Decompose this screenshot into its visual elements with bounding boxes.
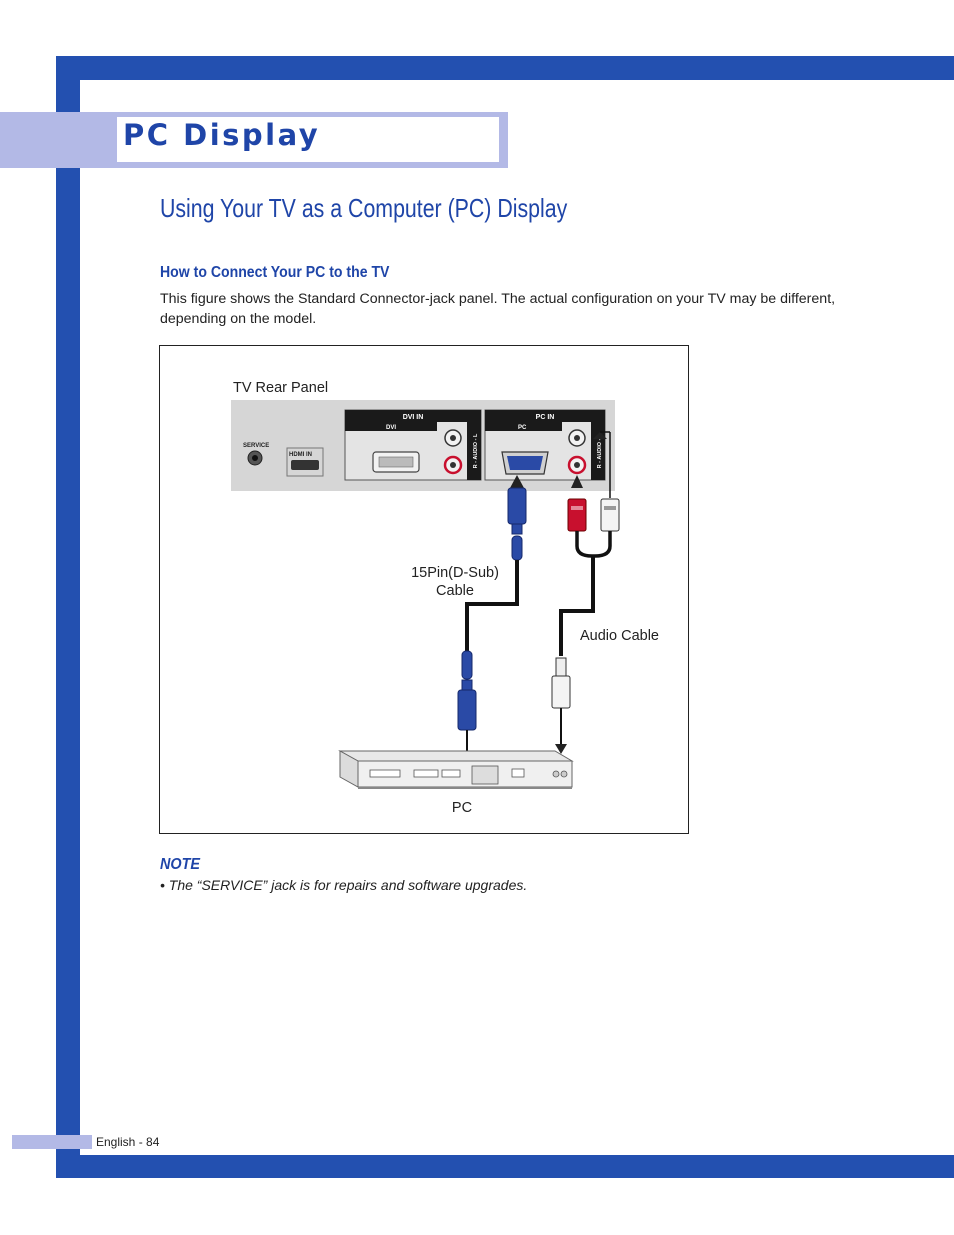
dsub-cable-label-line1: 15Pin(D-Sub) <box>411 565 499 581</box>
dsub-cable-label-line2: Cable <box>436 583 474 599</box>
hdmi-port-icon <box>291 460 319 470</box>
sub-heading: How to Connect Your PC to the TV <box>160 264 390 281</box>
frame-bottom-bar <box>56 1155 954 1178</box>
intro-paragraph: This figure shows the Standard Connector… <box>160 291 836 327</box>
pc-port-label: PC <box>518 425 527 431</box>
pc-audio-label: R - AUDIO - L <box>597 433 603 468</box>
note-label: NOTE <box>160 856 201 873</box>
page-heading: Using Your TV as a Computer (PC) Display <box>160 193 568 223</box>
dsub-cable <box>457 475 527 777</box>
hdmi-in-label: HDMI IN <box>289 452 312 458</box>
page-number: English - 84 <box>96 1135 160 1149</box>
audio-cable-label: Audio Cable <box>580 628 659 644</box>
dvi-in-label: DVI IN <box>403 414 424 421</box>
dsub-up-arrow-icon <box>510 475 524 488</box>
note-text: • The “SERVICE” jack is for repairs and … <box>160 877 528 893</box>
section-title-box <box>117 117 499 162</box>
dvi-label: DVI <box>386 425 396 431</box>
connection-diagram-svg: TV Rear Panel SERVICE HDMI IN DVI IN DVI… <box>231 380 659 816</box>
service-label: SERVICE <box>243 443 269 449</box>
audio-r-up-arrow-icon <box>571 475 583 488</box>
audio-down-arrow-icon <box>555 744 567 754</box>
footer-bar <box>12 1135 92 1149</box>
connection-diagram: TV Rear Panel SERVICE HDMI IN DVI IN DVI… <box>159 345 689 834</box>
tv-rear-panel-label: TV Rear Panel <box>233 380 328 396</box>
audio-cable <box>551 431 620 754</box>
frame-left-bar <box>56 56 80 1178</box>
pc-in-label: PC IN <box>536 414 555 421</box>
section-title: PC Display <box>123 118 321 152</box>
dvi-audio-label: R - AUDIO - L <box>473 433 479 468</box>
pc-label: PC <box>452 800 472 816</box>
pc-laptop-icon <box>338 750 574 789</box>
frame-top-bar <box>56 56 954 80</box>
